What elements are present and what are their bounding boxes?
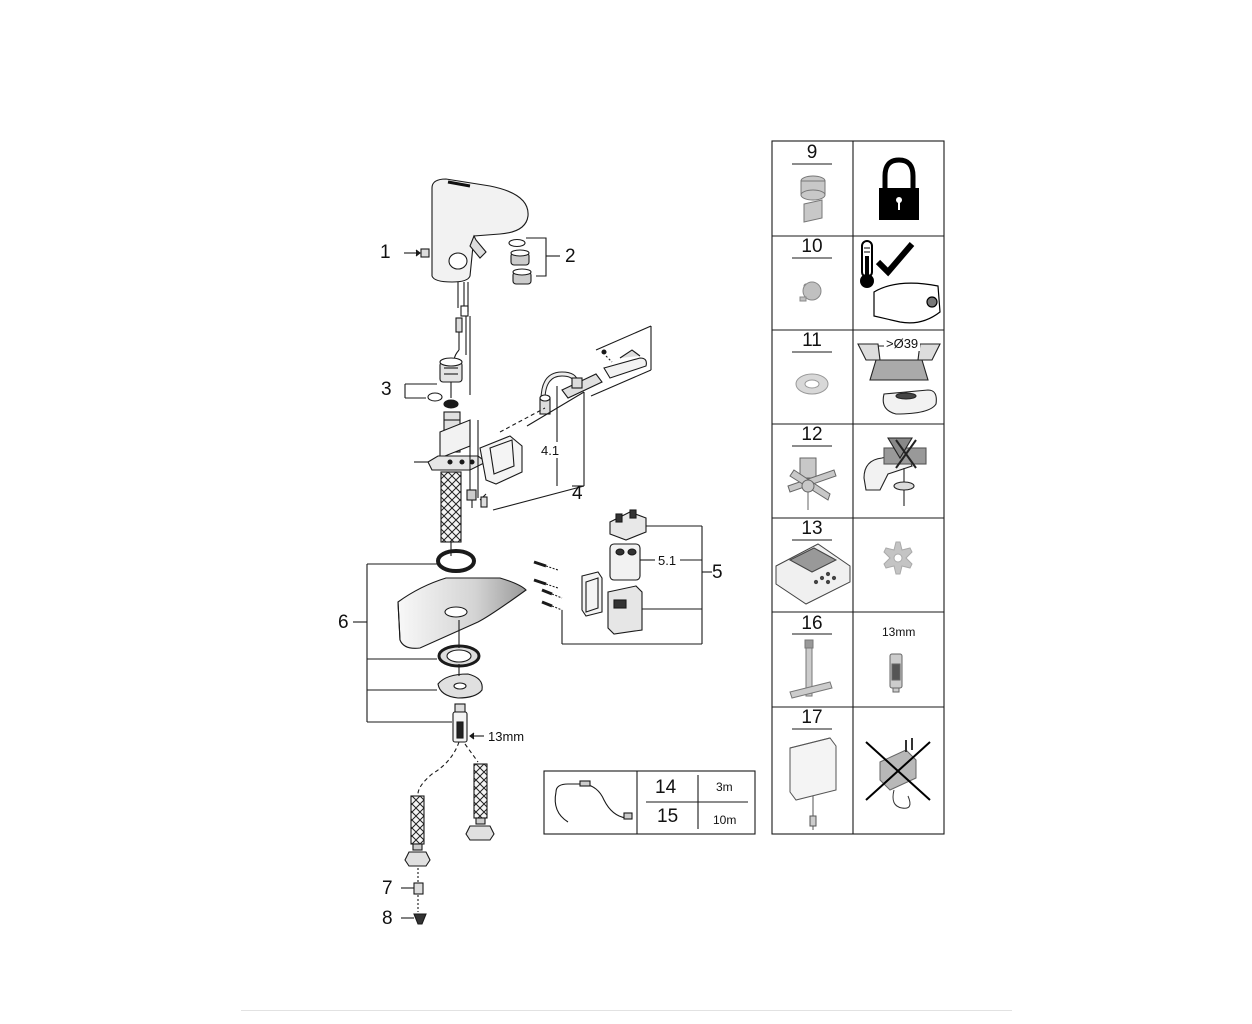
- mounting-stud-assembly: [414, 411, 498, 500]
- callout-8: 8: [382, 908, 393, 929]
- flex-hoses-lower: [404, 741, 495, 867]
- side-panel-num-10: 10: [801, 236, 823, 257]
- remote-control-icon: [775, 543, 851, 605]
- socket-size-label: 13mm: [882, 625, 916, 639]
- callout-4: 4: [572, 483, 583, 504]
- side-panel-num-17: 17: [801, 707, 823, 728]
- side-panel-grid: [771, 140, 945, 835]
- temperature-limiter-icon: [799, 281, 822, 302]
- spout-cover-icon: [873, 282, 941, 324]
- parts-7-8: [401, 868, 427, 925]
- aerator-assembly-part-2: [508, 237, 560, 285]
- callout-2: 2: [565, 246, 576, 267]
- cable-row-14-length: 3m: [716, 780, 733, 794]
- footer-divider: [241, 1010, 1012, 1011]
- callout-1: 1: [380, 242, 391, 263]
- stop-valve-13mm: [452, 703, 484, 743]
- mounting-kit-part-6: [353, 549, 527, 723]
- seal-ring-icon: [795, 373, 829, 395]
- braided-hose-main: [440, 471, 477, 556]
- mounting-tool-icon: [787, 457, 837, 510]
- thermometer-icon: [860, 240, 874, 288]
- aerator-tool-icon: [800, 175, 826, 223]
- side-panel-num-16: 16: [801, 613, 823, 634]
- padlock-icon: [879, 157, 919, 220]
- thermostatic-mixer-part-4-1: [492, 325, 652, 511]
- no-mains-adapter-icon: [865, 738, 931, 809]
- callout-4-1: 4.1: [541, 443, 560, 458]
- faucet-body: [431, 178, 529, 283]
- callout-5: 5: [712, 562, 723, 583]
- callout-6: 6: [338, 612, 349, 633]
- callout-5-1: 5.1: [658, 553, 677, 568]
- gear-icon: [883, 541, 913, 575]
- bracket-part-4: [479, 435, 523, 508]
- side-panel-num-11: 11: [802, 330, 822, 351]
- side-panel-num-12: 12: [801, 424, 823, 445]
- wall-plugs-screws: [533, 560, 563, 620]
- service-key-icon: [789, 639, 833, 699]
- hex-socket-13mm-icon: [889, 653, 903, 693]
- extension-cable-table: [543, 770, 756, 835]
- cable-row-14-num: 14: [655, 777, 677, 798]
- cable-row-15-num: 15: [657, 806, 679, 827]
- washbasin-hole-icon: [857, 343, 941, 415]
- hole-diameter-label: >Ø39: [884, 336, 921, 351]
- callout-3: 3: [381, 379, 392, 400]
- callout-7: 7: [382, 878, 393, 899]
- power-supply-box-icon: [789, 737, 837, 830]
- connector-part-3: [404, 357, 463, 409]
- callout-13mm: 13mm: [488, 729, 525, 744]
- battery-box-part-5: [533, 509, 712, 645]
- cable-row-15-length: 10m: [713, 813, 737, 827]
- checkmark-icon: [875, 242, 915, 277]
- side-panel-num-13: 13: [801, 518, 823, 539]
- mounting-sequence-icon: [863, 437, 927, 506]
- side-panel-num-9: 9: [806, 142, 818, 163]
- set-screw-part-1: [404, 248, 430, 258]
